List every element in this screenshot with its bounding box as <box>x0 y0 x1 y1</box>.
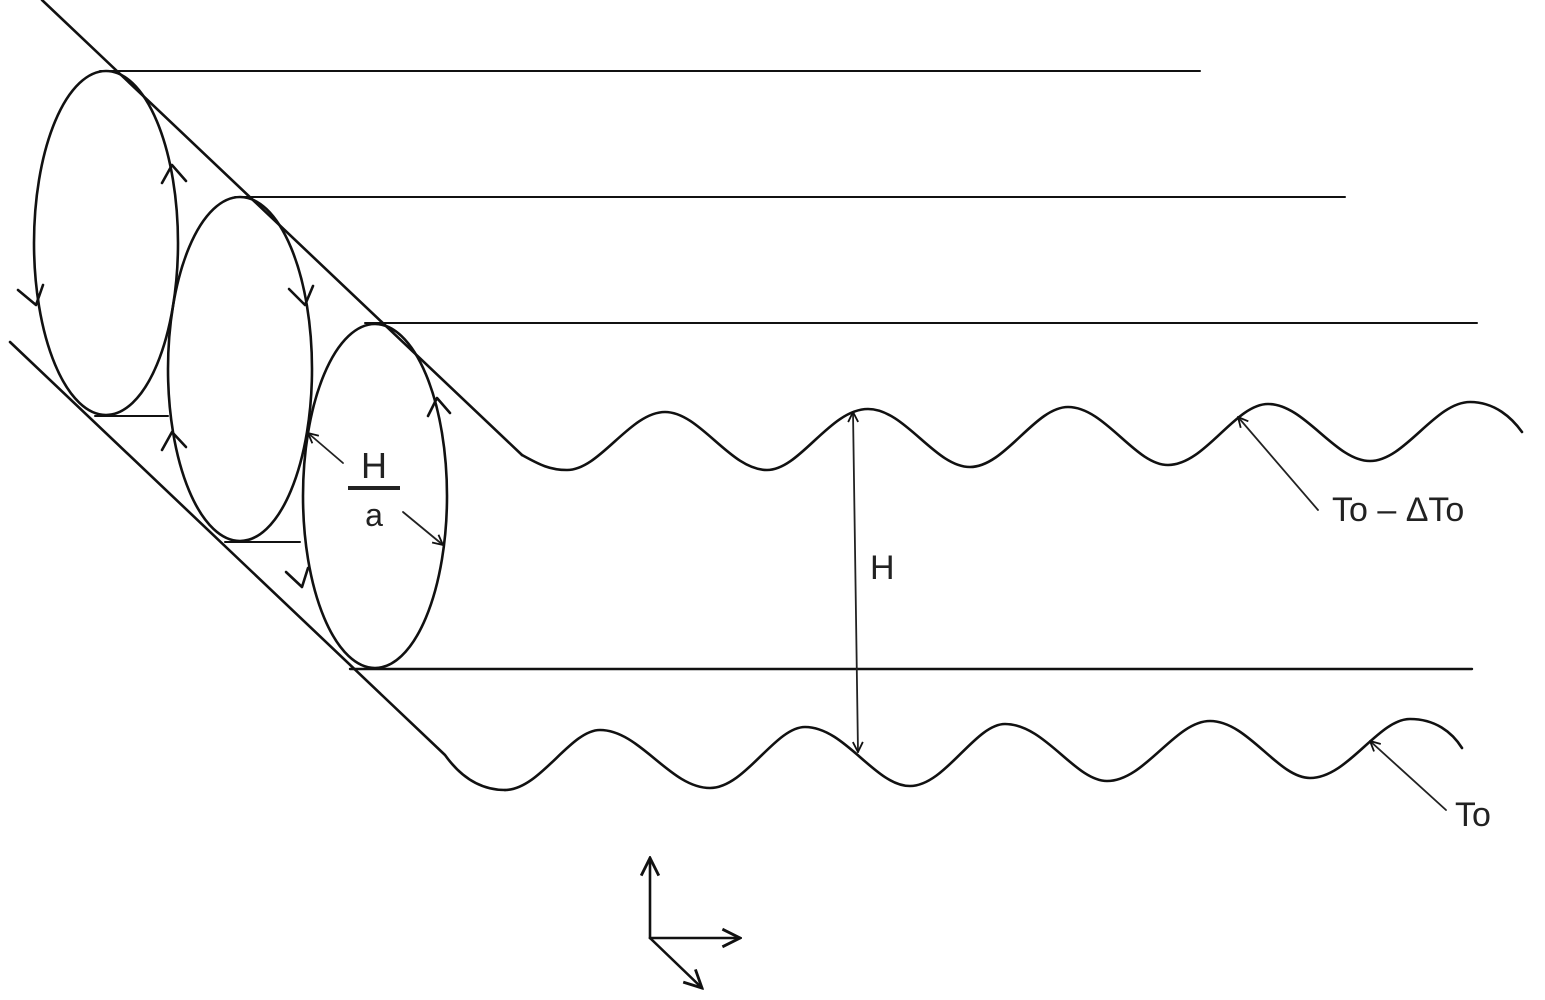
arrow-down-icon <box>287 284 315 307</box>
horizontal-lines <box>99 70 1478 671</box>
cell-width-numerator: H <box>361 445 387 486</box>
upper-temp-annotation: To – ΔTo <box>1238 417 1464 529</box>
lower-temp-annotation: To <box>1370 741 1491 834</box>
roll-cell-1 <box>32 69 180 417</box>
layer-depth-label: H <box>870 549 895 587</box>
circulation-arrows <box>16 163 452 589</box>
cell-width-indicator: H a <box>308 433 443 545</box>
arrow-up-icon <box>160 163 188 185</box>
axis-diagonal-arrow <box>648 936 702 988</box>
layer-depth-indicator: H <box>853 412 895 752</box>
arrow-down-icon <box>284 566 310 589</box>
upper-wavy-boundary <box>520 400 1524 472</box>
lower-diagonal-boundary <box>8 340 507 792</box>
roll-cell-2 <box>166 195 314 543</box>
coordinate-axes <box>650 858 740 988</box>
arrow-up-icon <box>426 396 452 418</box>
lower-wavy-boundary <box>503 717 1464 792</box>
lower-temp-label: To <box>1455 796 1491 834</box>
upper-temp-label: To – ΔTo <box>1332 491 1464 529</box>
cell-width-denominator: a <box>365 497 383 533</box>
roll-cell-3 <box>301 322 449 670</box>
arrow-down-icon <box>16 283 45 307</box>
arrow-up-icon <box>160 430 188 452</box>
